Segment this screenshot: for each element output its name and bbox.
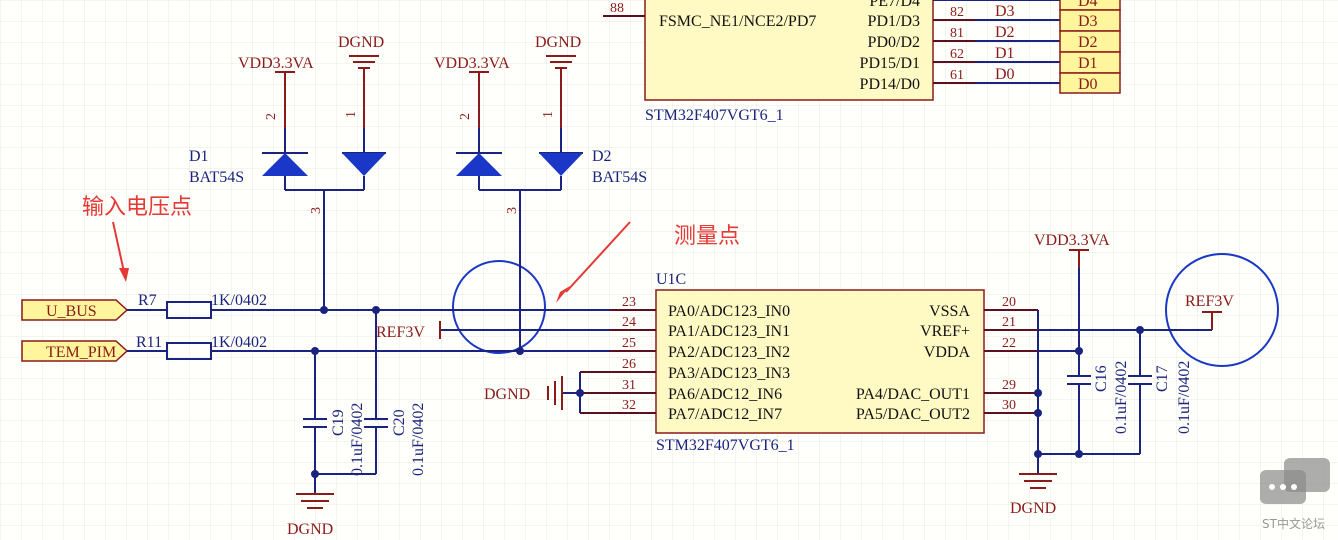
cap-c20: C20 0.1uF/0402	[364, 310, 427, 476]
c17-ref: C17	[1154, 365, 1171, 392]
port-u-bus: U_BUS	[21, 299, 129, 321]
u1c-pin-name-pa1: PA1/ADC123_IN1	[668, 323, 790, 340]
cap-c16: C16 0.1uF/0402	[1067, 361, 1130, 454]
top-pin-name-4: PD14/D0	[860, 76, 920, 93]
u1c-pin-name-vref: VREF+	[920, 323, 970, 340]
d2-value: BAT54S	[592, 169, 647, 186]
forum-watermark: ST中文论坛	[1260, 458, 1330, 531]
ground-mid: DGND	[484, 376, 563, 410]
net-label-d2: D2	[995, 24, 1015, 41]
u1c-pin-31: 31	[622, 378, 636, 393]
u1c-pin-21: 21	[1002, 315, 1016, 330]
u1c-pin-name-vssa: VSSA	[929, 303, 970, 320]
c16-value: 0.1uF/0402	[1113, 361, 1130, 434]
u1c-pin-name-vdda: VDDA	[924, 344, 971, 361]
r7-value: 1K/0402	[211, 292, 267, 309]
annotation-input-voltage-point: 输入电压点	[82, 195, 192, 220]
u1c-pin-24: 24	[622, 315, 636, 330]
top-pin-num-4: 61	[950, 68, 964, 83]
u1c-pin-name-pa6: PA6/ADC12_IN6	[668, 386, 782, 403]
d2-pin3: 3	[505, 207, 520, 214]
u1c-pin-32: 32	[622, 398, 636, 413]
measure-point-circle	[452, 260, 546, 354]
c16-ref: C16	[1093, 365, 1110, 392]
u-bus-label: U_BUS	[46, 303, 97, 320]
diode-d2: VDD3.3VA DGND 2 1 3 D2 BAT54S	[434, 34, 647, 222]
u1c-pin-26: 26	[622, 357, 636, 372]
vdd-right-label: VDD3.3VA	[1034, 232, 1110, 249]
cap-c19: C19 0.1uF/0402	[303, 351, 366, 492]
d2-vdd-label: VDD3.3VA	[434, 55, 510, 72]
ground-right: DGND	[1010, 473, 1057, 517]
dgnd-left-label: DGND	[287, 521, 333, 538]
fsmc-pin-name: FSMC_NE1/NCE2/PD7	[659, 13, 816, 30]
d1-ref: D1	[189, 148, 209, 165]
u1c-pin-name-pa3: PA3/ADC123_IN3	[668, 365, 790, 382]
u1c-pin-name-pa2: PA2/ADC123_IN2	[668, 344, 790, 361]
top-mcu-block: 88 FSMC_NE1/NCE2/PD7 PE7/D4 PD1/D3 PD0/D…	[603, 0, 1121, 124]
dgnd-mid-label: DGND	[484, 386, 530, 403]
bus-port-d1: D1	[1078, 55, 1098, 72]
u1c-pin-22: 22	[1002, 336, 1016, 351]
c19-value: 0.1uF/0402	[349, 403, 366, 476]
cap-c17: C17 0.1uF/0402	[1128, 330, 1193, 454]
port-tem-pim: TEM_PIM	[21, 340, 129, 362]
d1-value: BAT54S	[189, 169, 244, 186]
r11-ref: R11	[136, 334, 162, 351]
r11-value: 1K/0402	[211, 334, 267, 351]
u1c-mcu-block: U1C STM32F407VGT6_1 23 24 25 26 31 32 PA…	[580, 271, 1038, 454]
top-pin-name-0: PE7/D4	[869, 0, 920, 10]
top-pin-num-1: 82	[950, 5, 964, 20]
u1c-ref: U1C	[656, 271, 686, 288]
net-label-d1: D1	[995, 45, 1015, 62]
u1c-pin-25: 25	[622, 336, 636, 351]
d1-vdd-label: VDD3.3VA	[238, 55, 314, 72]
bus-port-d0: D0	[1078, 76, 1098, 93]
d2-pin2: 2	[458, 113, 473, 120]
d1-pin1: 1	[344, 111, 359, 118]
tem-pim-label: TEM_PIM	[46, 344, 116, 361]
r7-ref: R7	[138, 292, 157, 309]
u1c-pin-name-pa4: PA4/DAC_OUT1	[856, 386, 970, 403]
top-pin-num-2: 81	[950, 26, 964, 41]
top-pin-num-3: 62	[950, 47, 964, 62]
u1c-pin-name-pa5: PA5/DAC_OUT2	[856, 406, 970, 423]
d2-dgnd-label: DGND	[535, 34, 581, 51]
ref3v-right-label: REF3V	[1185, 293, 1234, 310]
top-pin-name-2: PD0/D2	[868, 34, 920, 51]
d2-pin1: 1	[541, 111, 556, 118]
u1c-pin-name-pa0: PA0/ADC123_IN0	[668, 303, 790, 320]
u1c-pin-23: 23	[622, 295, 636, 310]
top-pin-name-1: PD1/D3	[868, 13, 920, 30]
watermark-text: ST中文论坛	[1262, 516, 1325, 531]
top-mcu-ref: STM32F407VGT6_1	[645, 107, 784, 124]
pin-88: 88	[610, 1, 624, 16]
u1c-pin-30: 30	[1002, 398, 1016, 413]
ref3v-left-label: REF3V	[376, 324, 425, 341]
u1c-pin-name-pa7: PA7/ADC12_IN7	[668, 406, 782, 423]
c20-value: 0.1uF/0402	[410, 403, 427, 476]
dgnd-right-label: DGND	[1010, 500, 1056, 517]
annotation-measure-point: 测量点	[674, 224, 740, 249]
ground-left: DGND	[287, 492, 334, 538]
d1-dgnd-label: DGND	[338, 34, 384, 51]
net-label-d0: D0	[995, 66, 1015, 83]
c19-ref: C19	[330, 409, 347, 436]
c20-ref: C20	[391, 409, 408, 436]
bus-port-d3: D3	[1078, 13, 1098, 30]
d1-pin2: 2	[264, 113, 279, 120]
u1c-pin-20: 20	[1002, 295, 1016, 310]
bus-port-d4: D4	[1078, 0, 1098, 10]
u1c-part: STM32F407VGT6_1	[656, 437, 795, 454]
bus-port-d2: D2	[1078, 34, 1098, 51]
c17-value: 0.1uF/0402	[1176, 361, 1193, 434]
diode-d1: VDD3.3VA DGND 2 1 3 D1 BAT54S	[189, 34, 386, 222]
u1c-pin-29: 29	[1002, 378, 1016, 393]
d2-ref: D2	[592, 148, 612, 165]
net-label-d3: D3	[995, 3, 1015, 20]
ref3v-circle	[1165, 253, 1279, 367]
d1-pin3: 3	[309, 207, 324, 214]
top-pin-name-3: PD15/D1	[860, 55, 920, 72]
